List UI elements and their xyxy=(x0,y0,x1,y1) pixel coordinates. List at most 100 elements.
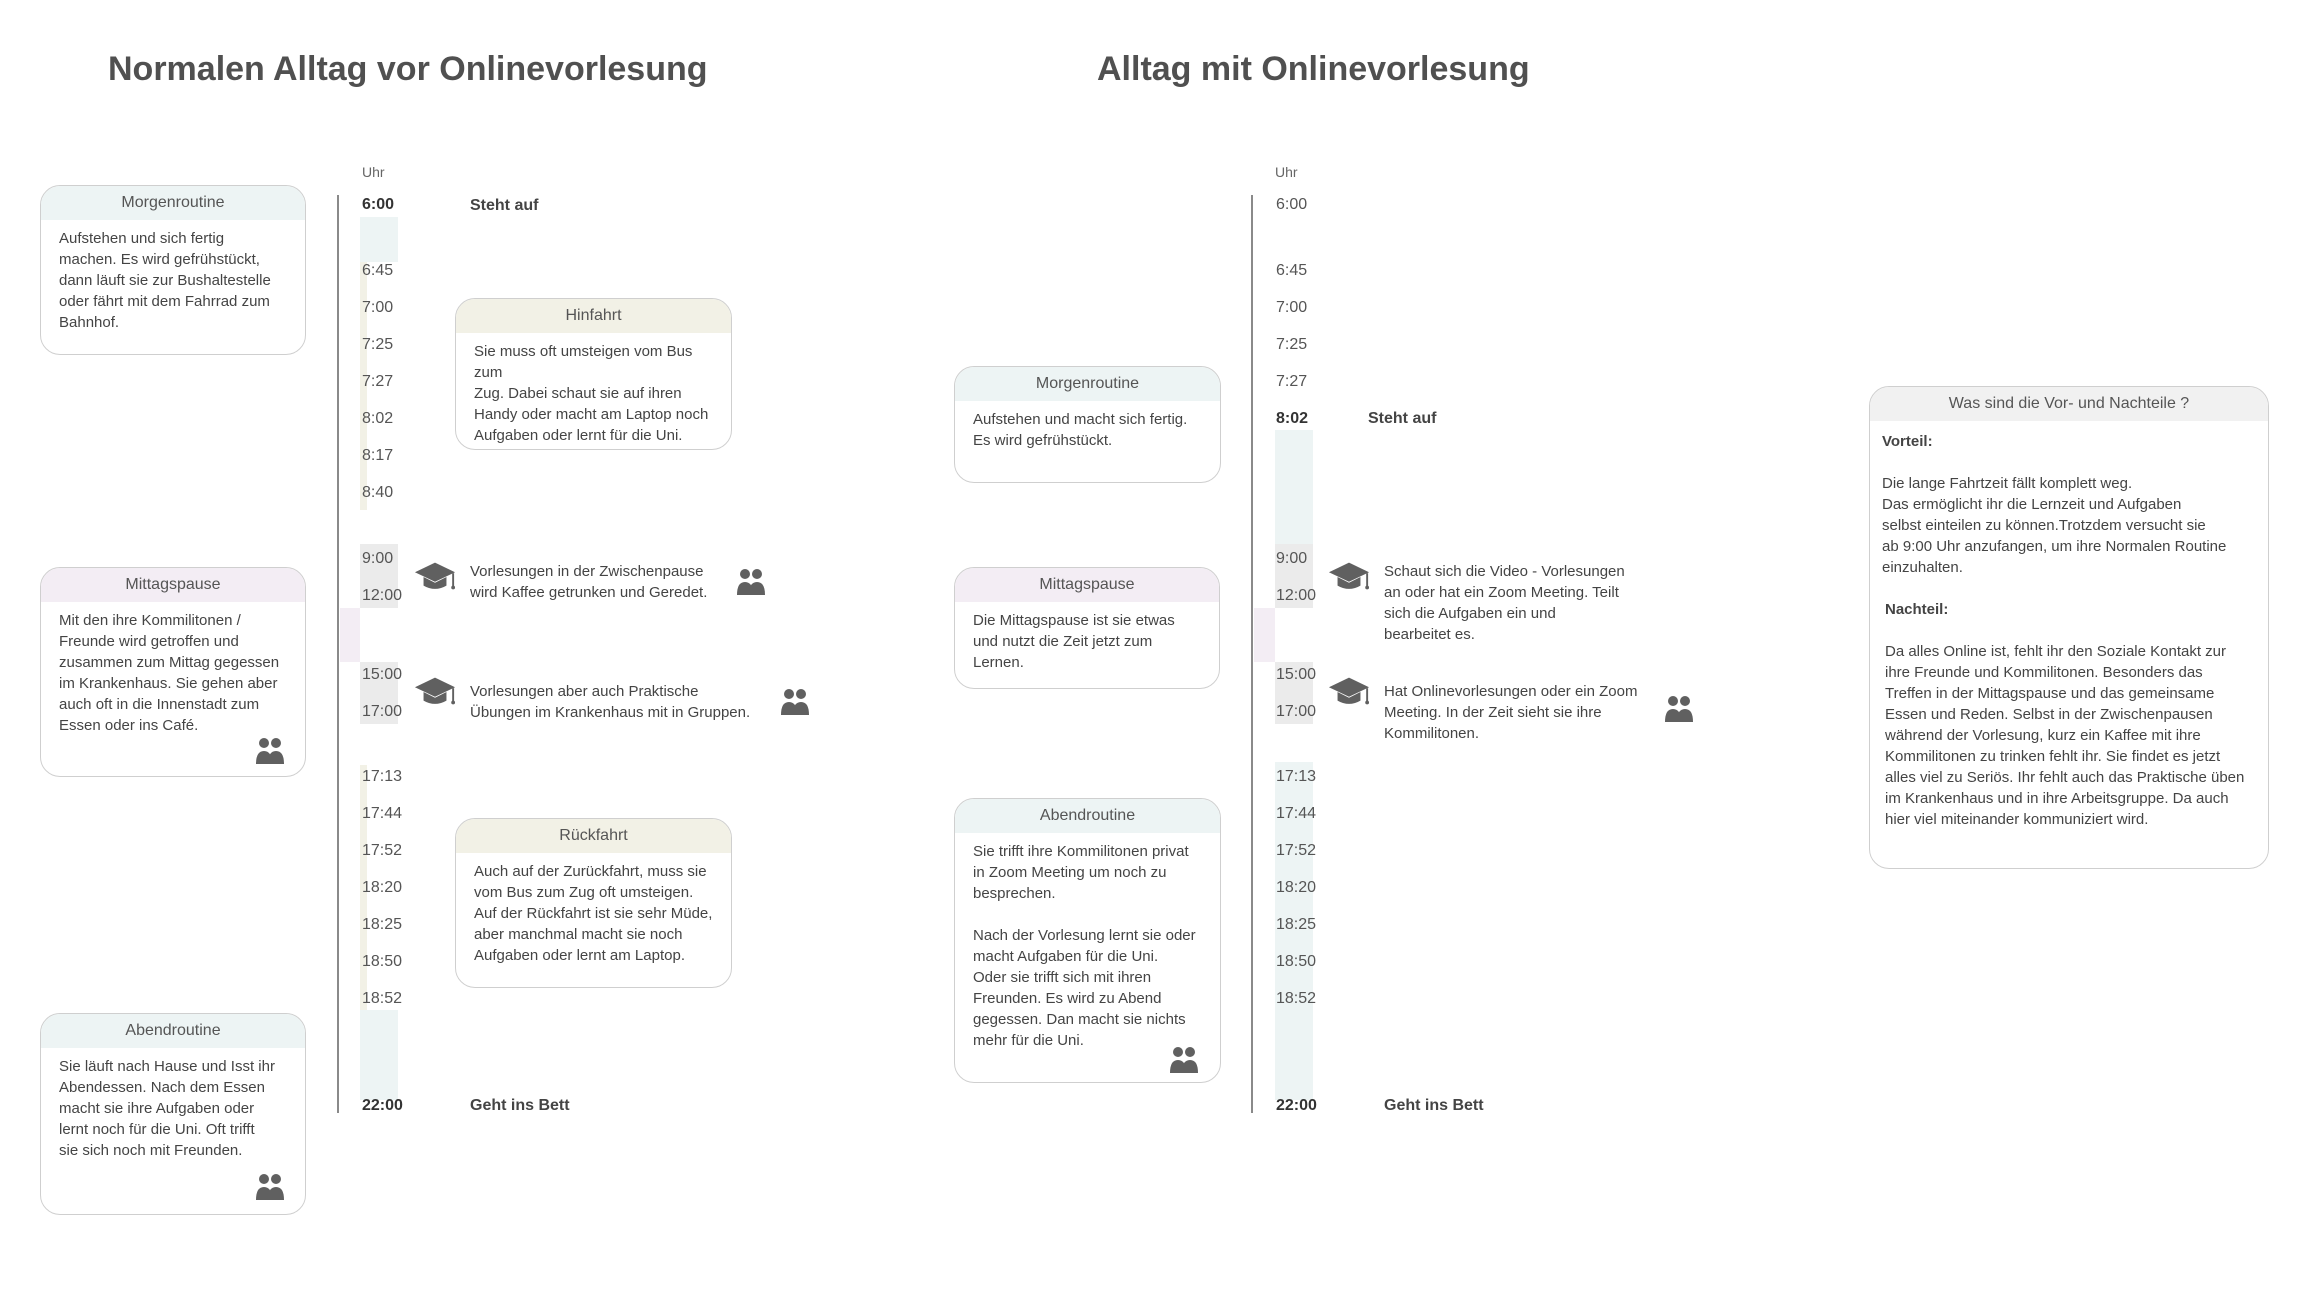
right-time-3: 7:25 xyxy=(1276,336,1308,353)
graduation-cap-icon xyxy=(414,675,456,709)
left-event-end: Geht ins Bett xyxy=(470,1097,570,1114)
left-time-11: 17:00 xyxy=(362,703,403,720)
card-text: Sie trifft ihre Kommilitonen privat in Z… xyxy=(973,843,1189,902)
left-time-16: 18:25 xyxy=(362,916,403,933)
right-band-morning xyxy=(1275,430,1313,544)
right-morgenroutine-card: Morgenroutine Aufstehen und macht sich f… xyxy=(954,366,1221,483)
right-band-evening xyxy=(1275,762,1313,1100)
right-time-10: 17:13 xyxy=(1276,768,1317,785)
right-lecture-2-text: Hat Onlinevorlesungen oder ein Zoom Meet… xyxy=(1384,683,1638,742)
left-time-2: 7:00 xyxy=(362,299,394,316)
card-text: Aufstehen und macht sich fertig. Es wird… xyxy=(973,411,1188,449)
left-uhr-label: Uhr xyxy=(362,164,385,180)
left-event-start: Steht auf xyxy=(470,197,539,214)
right-band-lecture1 xyxy=(1275,544,1313,608)
graduation-cap-icon xyxy=(1328,675,1370,709)
card-title: Rückfahrt xyxy=(456,819,731,853)
card-text: Nach der Vorlesung lernt sie oder macht … xyxy=(973,927,1196,1049)
people-icon xyxy=(1169,1044,1199,1074)
right-uhr-label: Uhr xyxy=(1275,164,1298,180)
left-time-18: 18:52 xyxy=(362,990,403,1007)
right-time-15: 18:50 xyxy=(1276,953,1317,970)
right-time-4: 7:27 xyxy=(1276,373,1308,390)
people-icon xyxy=(780,686,810,716)
left-hinfahrt-card: Hinfahrt Sie muss oft umsteigen vom Bus … xyxy=(455,298,732,450)
left-time-9: 12:00 xyxy=(362,587,403,604)
right-time-1: 6:45 xyxy=(1276,262,1308,279)
left-band-return xyxy=(360,765,367,1010)
left-band-lunch xyxy=(340,608,360,662)
pro-label: Vorteil: xyxy=(1882,433,1933,450)
card-text: Sie muss oft umsteigen vom Bus zum Zug. … xyxy=(474,343,709,444)
left-time-19: 22:00 xyxy=(362,1097,403,1114)
left-time-15: 18:20 xyxy=(362,879,403,896)
right-lecture-1-text: Schaut sich die Video - Vorlesungen an o… xyxy=(1384,563,1625,643)
right-abendroutine-card: Abendroutine Sie trifft ihre Kommilitone… xyxy=(954,798,1221,1083)
left-time-8: 9:00 xyxy=(362,550,394,567)
right-time-17: 22:00 xyxy=(1276,1097,1317,1114)
card-title: Hinfahrt xyxy=(456,299,731,333)
left-time-3: 7:25 xyxy=(362,336,394,353)
left-band-lecture2 xyxy=(360,662,398,724)
right-title: Alltag mit Onlinevorlesung xyxy=(1097,50,1530,88)
card-text: Sie läuft nach Hause und Isst ihr Abende… xyxy=(59,1058,275,1159)
right-time-14: 18:25 xyxy=(1276,916,1317,933)
left-time-5: 8:02 xyxy=(362,410,394,427)
card-text: Auch auf der Zurückfahrt, muss sie vom B… xyxy=(474,863,713,964)
right-time-12: 17:52 xyxy=(1276,842,1317,859)
left-time-4: 7:27 xyxy=(362,373,394,390)
right-time-11: 17:44 xyxy=(1276,805,1317,822)
right-timeline-axis xyxy=(1251,195,1253,1113)
left-mittagspause-card: Mittagspause Mit den ihre Kommilitonen /… xyxy=(40,567,306,777)
left-band-evening xyxy=(360,1010,398,1100)
right-time-0: 6:00 xyxy=(1276,196,1308,213)
right-time-9: 17:00 xyxy=(1276,703,1317,720)
people-icon xyxy=(1664,693,1694,723)
card-title: Mittagspause xyxy=(955,568,1219,602)
right-time-13: 18:20 xyxy=(1276,879,1317,896)
right-time-8: 15:00 xyxy=(1276,666,1317,683)
left-time-7: 8:40 xyxy=(362,484,394,501)
con-label: Nachteil: xyxy=(1885,601,1949,618)
right-time-7: 12:00 xyxy=(1276,587,1317,604)
card-text: Aufstehen und sich fertig machen. Es wir… xyxy=(59,230,271,331)
left-time-0: 6:00 xyxy=(362,196,395,213)
left-lecture-2-text: Vorlesungen aber auch Praktische Übungen… xyxy=(470,683,751,721)
card-title: Was sind die Vor- und Nachteile ? xyxy=(1870,387,2268,421)
left-time-14: 17:52 xyxy=(362,842,403,859)
left-time-12: 17:13 xyxy=(362,768,403,785)
people-icon xyxy=(255,1171,285,1201)
right-band-lecture2 xyxy=(1275,662,1313,724)
left-time-6: 8:17 xyxy=(362,447,394,464)
left-title: Normalen Alltag vor Onlinevorlesung xyxy=(108,50,708,88)
card-title: Abendroutine xyxy=(955,799,1220,833)
card-text: Mit den ihre Kommilitonen / Freunde wird… xyxy=(59,612,280,734)
right-event-start: Steht auf xyxy=(1368,410,1437,427)
left-abendroutine-card: Abendroutine Sie läuft nach Hause und Is… xyxy=(40,1013,306,1215)
right-time-16: 18:52 xyxy=(1276,990,1317,1007)
left-time-13: 17:44 xyxy=(362,805,403,822)
graduation-cap-icon xyxy=(1328,560,1370,594)
card-title: Morgenroutine xyxy=(955,367,1220,401)
right-mittagspause-card: Mittagspause Die Mittagspause ist sie et… xyxy=(954,567,1220,689)
left-time-1: 6:45 xyxy=(362,262,394,279)
pro-text: Die lange Fahrtzeit fällt komplett weg. … xyxy=(1882,475,2227,576)
card-text: Die Mittagspause ist sie etwas und nutzt… xyxy=(973,612,1175,671)
right-time-6: 9:00 xyxy=(1276,550,1308,567)
left-lecture-1-text: Vorlesungen in der Zwischenpause wird Ka… xyxy=(470,563,708,601)
card-title: Abendroutine xyxy=(41,1014,305,1048)
pros-cons-card: Was sind die Vor- und Nachteile ? Vortei… xyxy=(1869,386,2269,869)
right-time-5: 8:02 xyxy=(1276,410,1309,427)
people-icon xyxy=(255,735,285,765)
left-band-lecture1 xyxy=(360,544,398,608)
graduation-cap-icon xyxy=(414,560,456,594)
left-band-travel xyxy=(360,262,367,510)
card-title: Morgenroutine xyxy=(41,186,305,220)
left-time-10: 15:00 xyxy=(362,666,403,683)
left-rueckfahrt-card: Rückfahrt Auch auf der Zurückfahrt, muss… xyxy=(455,818,732,988)
left-timeline-axis xyxy=(337,195,339,1113)
right-event-end: Geht ins Bett xyxy=(1384,1097,1484,1114)
people-icon xyxy=(736,566,766,596)
right-time-2: 7:00 xyxy=(1276,299,1308,316)
card-title: Mittagspause xyxy=(41,568,305,602)
